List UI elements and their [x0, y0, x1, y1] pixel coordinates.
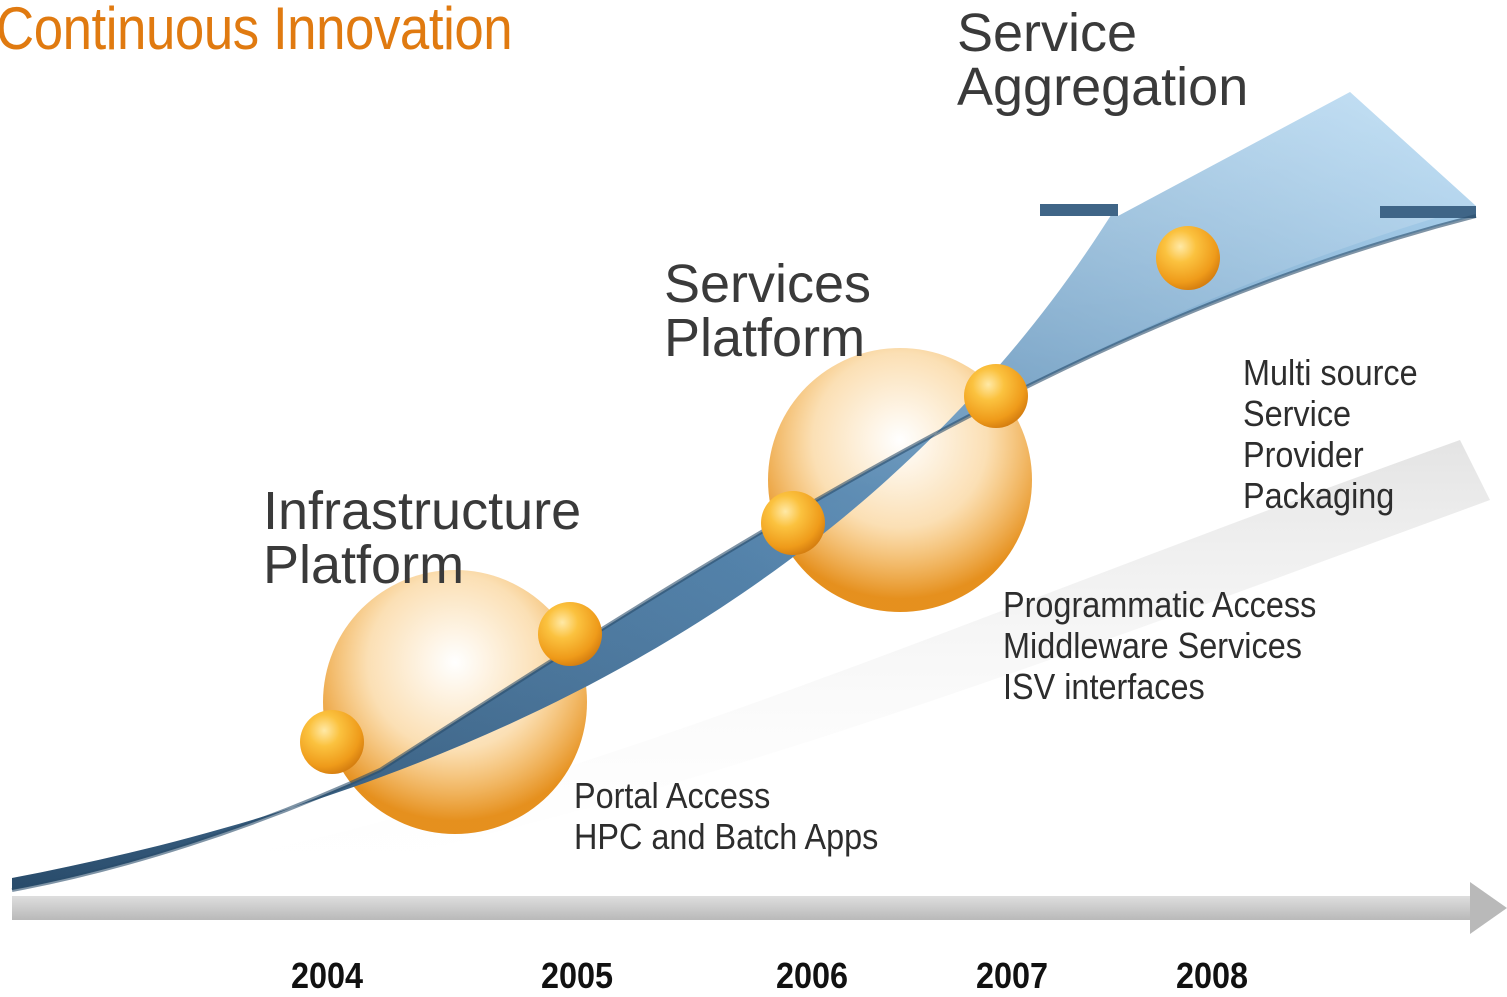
arrow-shadow	[60, 440, 1490, 895]
stage-label-services: Services Platform	[664, 254, 872, 368]
year-label-2005: 2005	[541, 955, 614, 996]
arrow-barb-right	[1380, 206, 1476, 218]
timeline-arrow	[12, 882, 1507, 934]
year-label-2007: 2007	[976, 955, 1049, 996]
stage-label-infrastructure: Infrastructure Platform	[263, 481, 582, 595]
stage-notes-aggregation: Multi source Service Provider Packaging	[1243, 352, 1418, 516]
page-title: Continuous Innovation	[0, 0, 513, 62]
year-label-2008: 2008	[1176, 955, 1249, 996]
stage-notes-services: Programmatic Access Middleware Services …	[1003, 584, 1317, 707]
milestones	[300, 226, 1220, 774]
arrow-barb-left	[1040, 204, 1118, 216]
milestone-2004	[300, 710, 364, 774]
stage-notes-infrastructure: Portal Access HPC and Batch Apps	[574, 775, 879, 857]
year-label-2006: 2006	[776, 955, 849, 996]
milestone-2006	[761, 491, 825, 555]
stage-label-aggregation: Service Aggregation	[957, 3, 1249, 117]
milestone-2008	[1156, 226, 1220, 290]
growth-arrow	[11, 92, 1477, 892]
year-label-2004: 2004	[291, 955, 364, 996]
milestone-2005	[538, 602, 602, 666]
milestone-2007	[964, 364, 1028, 428]
